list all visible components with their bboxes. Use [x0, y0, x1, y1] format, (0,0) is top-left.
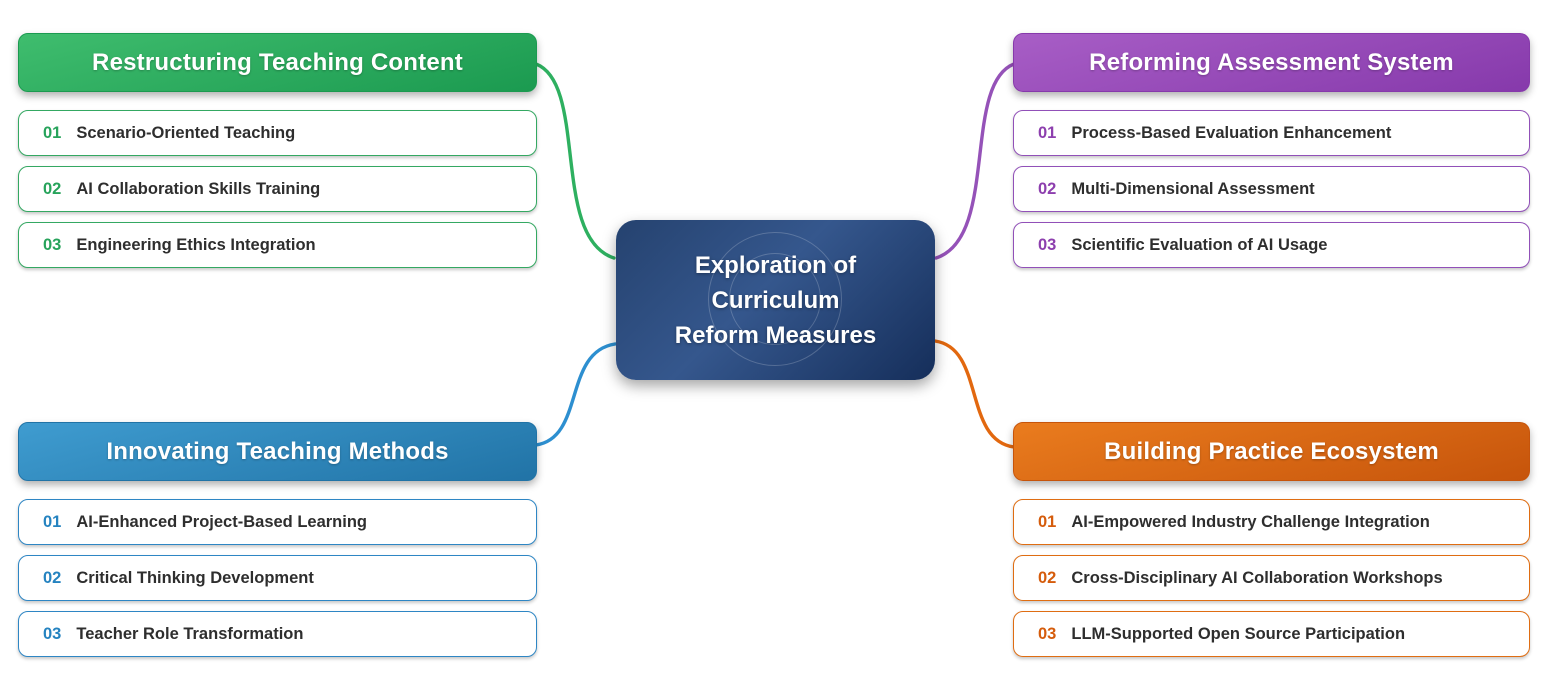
connector-bottom-left-line [534, 342, 617, 447]
item-text: Critical Thinking Development [76, 568, 314, 587]
item-number: 01 [1038, 123, 1057, 142]
branch-item-list: 01 AI-Empowered Industry Challenge Integ… [1013, 499, 1530, 657]
branch-title: Building Practice Ecosystem [1104, 437, 1439, 465]
branch-item-list: 01 Scenario-Oriented Teaching 02 AI Coll… [18, 110, 537, 268]
branch-title: Reforming Assessment System [1089, 48, 1454, 76]
branch-header-building-practice-ecosystem: Building Practice Ecosystem [1013, 422, 1530, 481]
center-title-line: Curriculum [711, 286, 840, 314]
center-title-line: Exploration of [694, 251, 857, 279]
branch-title: Restructuring Teaching Content [92, 48, 463, 76]
branch-innovating-teaching-methods: Innovating Teaching Methods 01 AI-Enhanc… [18, 422, 537, 657]
item-number: 02 [43, 179, 62, 198]
list-item: 02 AI Collaboration Skills Training [18, 166, 537, 212]
list-item: 01 AI-Empowered Industry Challenge Integ… [1013, 499, 1530, 545]
connector-top-right-line [934, 62, 1016, 260]
list-item: 01 AI-Enhanced Project-Based Learning [18, 499, 537, 545]
item-text: Process-Based Evaluation Enhancement [1071, 123, 1392, 142]
center-node: Exploration of Curriculum Reform Measure… [616, 220, 935, 380]
connector-bottom-right-line [933, 339, 1016, 449]
branch-reforming-assessment-system: Reforming Assessment System 01 Process-B… [1013, 33, 1530, 268]
connector-top-left-line [534, 62, 616, 260]
branch-restructuring-teaching-content: Restructuring Teaching Content 01 Scenar… [18, 33, 537, 268]
list-item: 01 Scenario-Oriented Teaching [18, 110, 537, 156]
item-number: 01 [43, 512, 62, 531]
item-number: 01 [1038, 512, 1057, 531]
branch-item-list: 01 Process-Based Evaluation Enhancement … [1013, 110, 1530, 268]
branch-title: Innovating Teaching Methods [106, 437, 449, 465]
item-text: Engineering Ethics Integration [76, 235, 316, 254]
list-item: 03 LLM-Supported Open Source Participati… [1013, 611, 1530, 657]
center-title: Exploration of Curriculum Reform Measure… [675, 248, 876, 353]
list-item: 01 Process-Based Evaluation Enhancement [1013, 110, 1530, 156]
list-item: 02 Cross-Disciplinary AI Collaboration W… [1013, 555, 1530, 601]
item-text: Cross-Disciplinary AI Collaboration Work… [1071, 568, 1443, 587]
list-item: 02 Multi-Dimensional Assessment [1013, 166, 1530, 212]
item-text: AI Collaboration Skills Training [76, 179, 321, 198]
item-number: 03 [1038, 235, 1057, 254]
list-item: 03 Teacher Role Transformation [18, 611, 537, 657]
item-text: Scenario-Oriented Teaching [76, 123, 296, 142]
item-text: AI-Empowered Industry Challenge Integrat… [1071, 512, 1430, 531]
item-number: 03 [43, 235, 62, 254]
item-number: 03 [1038, 624, 1057, 643]
item-number: 02 [43, 568, 62, 587]
branch-header-reforming-assessment-system: Reforming Assessment System [1013, 33, 1530, 92]
item-text: Teacher Role Transformation [76, 624, 304, 643]
branch-header-restructuring-teaching-content: Restructuring Teaching Content [18, 33, 537, 92]
item-text: Scientific Evaluation of AI Usage [1071, 235, 1328, 254]
branch-header-innovating-teaching-methods: Innovating Teaching Methods [18, 422, 537, 481]
item-text: Multi-Dimensional Assessment [1071, 179, 1315, 198]
branch-item-list: 01 AI-Enhanced Project-Based Learning 02… [18, 499, 537, 657]
list-item: 02 Critical Thinking Development [18, 555, 537, 601]
item-text: LLM-Supported Open Source Participation [1071, 624, 1406, 643]
item-number: 03 [43, 624, 62, 643]
item-number: 01 [43, 123, 62, 142]
item-number: 02 [1038, 179, 1057, 198]
item-number: 02 [1038, 568, 1057, 587]
list-item: 03 Engineering Ethics Integration [18, 222, 537, 268]
list-item: 03 Scientific Evaluation of AI Usage [1013, 222, 1530, 268]
decorative-ring-inner-icon [729, 253, 821, 345]
decorative-ring-outer-icon [708, 232, 842, 366]
center-title-line: Reform Measures [674, 321, 877, 349]
item-text: AI-Enhanced Project-Based Learning [76, 512, 368, 531]
branch-building-practice-ecosystem: Building Practice Ecosystem 01 AI-Empowe… [1013, 422, 1530, 657]
